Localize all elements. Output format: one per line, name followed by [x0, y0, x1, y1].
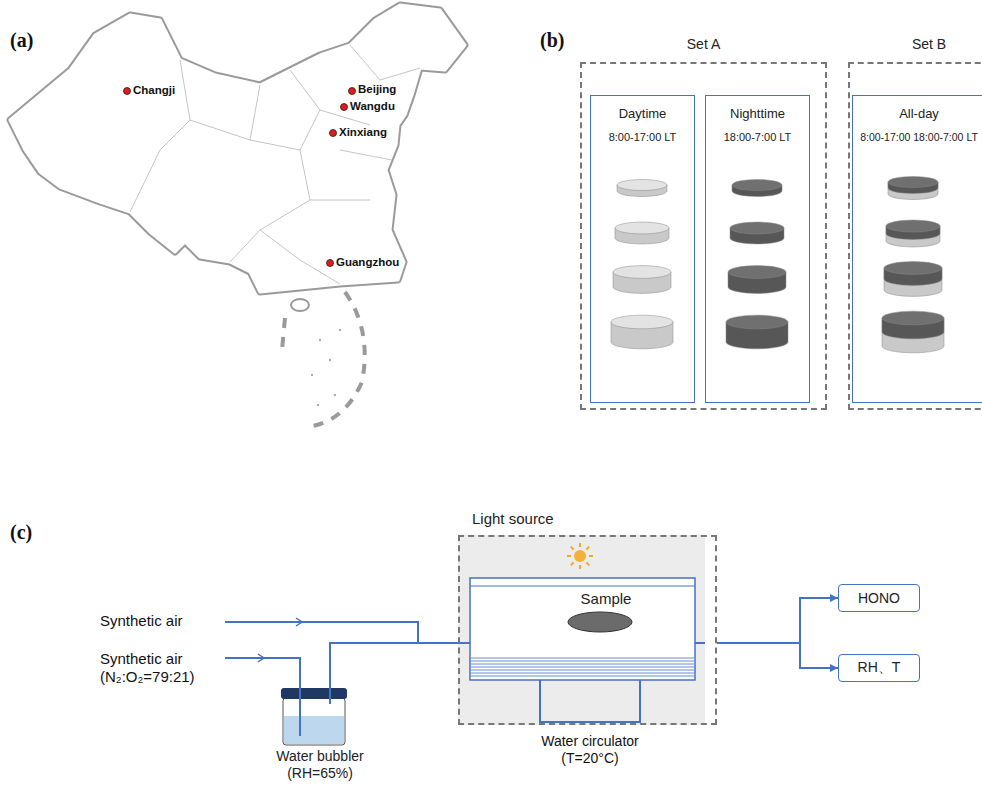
set-box: Daytime 8:00-17:00 LT Nighttime 18:00-7:00 … [580, 30, 827, 410]
bubbler-jar [254, 686, 374, 748]
flow-label: Synthetic air [100, 612, 183, 630]
flow-label: Synthetic air (N₂:O₂=79:21) [100, 650, 218, 686]
panel-letter: (a) [10, 28, 33, 52]
gas-line [717, 643, 838, 668]
set-box: All-day 8:00-17:00 18:00-7:00 LT Set B [848, 30, 982, 410]
chamber [458, 535, 705, 725]
time-panel: Nighttime 18:00-7:00 LT [705, 95, 810, 403]
sample-disc: Sample [555, 590, 657, 635]
sample-cylinders [611, 177, 944, 353]
light-source-box: Sample Light source [458, 505, 717, 725]
dashed-border [580, 62, 827, 410]
panel-letter: (c) [10, 520, 32, 544]
node-title: Nighttime [730, 106, 785, 121]
city-name: Guangzhou [335, 256, 400, 270]
time-range: 18:00-7:00 LT [724, 131, 792, 143]
node-title: Set A [580, 36, 827, 52]
time-panel: All-day 8:00-17:00 18:00-7:00 LT [852, 95, 982, 403]
node-title: Daytime [619, 106, 667, 121]
node-title: Set B [848, 36, 982, 52]
node-title: Light source [458, 505, 717, 527]
china-map [10, 5, 465, 426]
time-panel: Daytime 8:00-17:00 LT [590, 95, 695, 403]
node-title: Sample [555, 590, 657, 607]
instrument-box: HONO [838, 584, 920, 612]
panel-letter: (b) [540, 28, 564, 52]
node-title: RH、T [858, 659, 901, 677]
city-name: Beijing [357, 83, 397, 97]
city-name: Changji [132, 84, 176, 98]
instrument-box: RH、T [838, 654, 920, 682]
time-range: 8:00-17:00 18:00-7:00 LT [860, 131, 978, 143]
flow-label: Water circulator (T=20°C) [515, 733, 665, 767]
water-bubbler: Water bubbler (RH=65%) [254, 686, 386, 786]
node-title: HONO [858, 590, 900, 606]
gas-line [330, 643, 458, 686]
node-title: All-day [899, 106, 939, 121]
sample-shape [555, 607, 645, 634]
city-name: Wangdu [349, 100, 396, 114]
city-name: Xinxiang [338, 126, 388, 140]
gas-lines [225, 618, 705, 688]
node-title: Water bubbler (RH=65%) [254, 748, 386, 782]
gas-line [717, 598, 838, 643]
time-range: 8:00-17:00 LT [609, 131, 677, 143]
